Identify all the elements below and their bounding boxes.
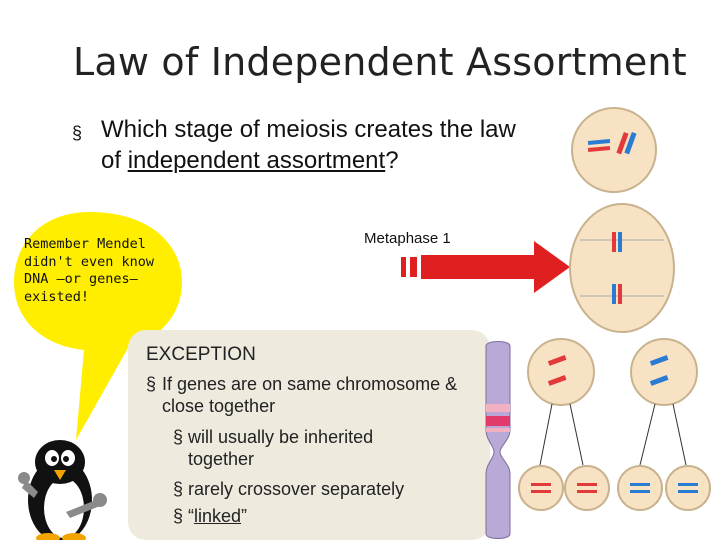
arrow-icon	[401, 241, 570, 293]
linked-term: linked	[194, 506, 242, 526]
cell-bottom-4	[665, 465, 711, 511]
exception-title: EXCEPTION	[146, 344, 256, 365]
cell-metaphase	[569, 203, 675, 333]
bubble-text: Remember Mendel didn't even know DNA —or…	[24, 236, 155, 305]
bullet-marker: §	[72, 123, 83, 143]
cell-mid-right	[630, 338, 698, 406]
exception-subitem: §	[173, 427, 184, 447]
cell-top	[571, 107, 657, 193]
exception-item: §	[146, 374, 157, 394]
exception-subitem-text: “linked”	[188, 506, 248, 526]
exception-subitem-text: rarely crossover separately	[188, 479, 405, 499]
branch-lines	[539, 403, 687, 466]
question-text: Which stage of meiosis creates the law o…	[101, 116, 516, 174]
penguin-icon	[18, 440, 107, 540]
independent-assortment-term: independent assortment	[127, 147, 386, 174]
exception-box	[128, 330, 490, 540]
cell-bottom-2	[564, 465, 610, 511]
cell-bottom-3	[617, 465, 663, 511]
exception-subitem-text: will usually be inherited together	[188, 427, 374, 469]
speech-bubble-shape	[14, 212, 182, 440]
cell-bottom-1	[518, 465, 564, 511]
chromosome-icon	[485, 341, 511, 539]
exception-subitem: §	[173, 506, 184, 526]
slide-title: Law of Independent Assortment	[73, 40, 687, 84]
exception-item-text: If genes are on same chromosome & close …	[162, 374, 458, 416]
question-bullet: § Which stage of meiosis creates the law…	[72, 114, 522, 176]
exception-subitem: §	[173, 479, 184, 499]
cell-mid-left	[527, 338, 595, 406]
metaphase-label: Metaphase 1	[364, 230, 451, 247]
